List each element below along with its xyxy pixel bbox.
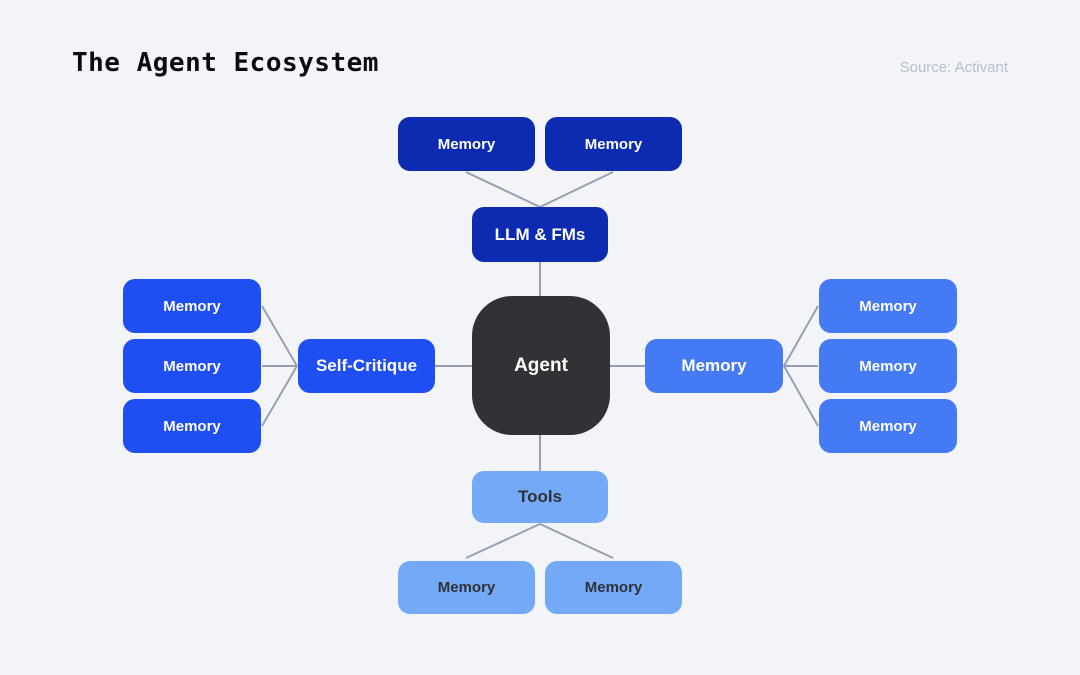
node-memory-right-2: Memory [819,339,957,393]
node-memory-left-1: Memory [123,279,261,333]
node-agent: Agent [472,296,610,435]
node-tools: Tools [472,471,608,523]
source-attribution: Source: Activant [899,59,1008,76]
node-memory-left-3: Memory [123,399,261,453]
node-memory-right-3: Memory [819,399,957,453]
node-memory-left-2: Memory [123,339,261,393]
node-memory-top-1: Memory [398,117,535,171]
connector-topleaves-llm [465,171,614,209]
node-llm-fms: LLM & FMs [472,207,608,262]
node-memory-top-2: Memory [545,117,682,171]
node-memory-bottom-1: Memory [398,561,535,614]
page-title: The Agent Ecosystem [72,48,379,78]
node-self-critique: Self-Critique [298,339,435,393]
node-memory-right-1: Memory [819,279,957,333]
node-memory-hub-right: Memory [645,339,783,393]
node-memory-bottom-2: Memory [545,561,682,614]
connector-tools-bottomleaves [465,522,614,559]
